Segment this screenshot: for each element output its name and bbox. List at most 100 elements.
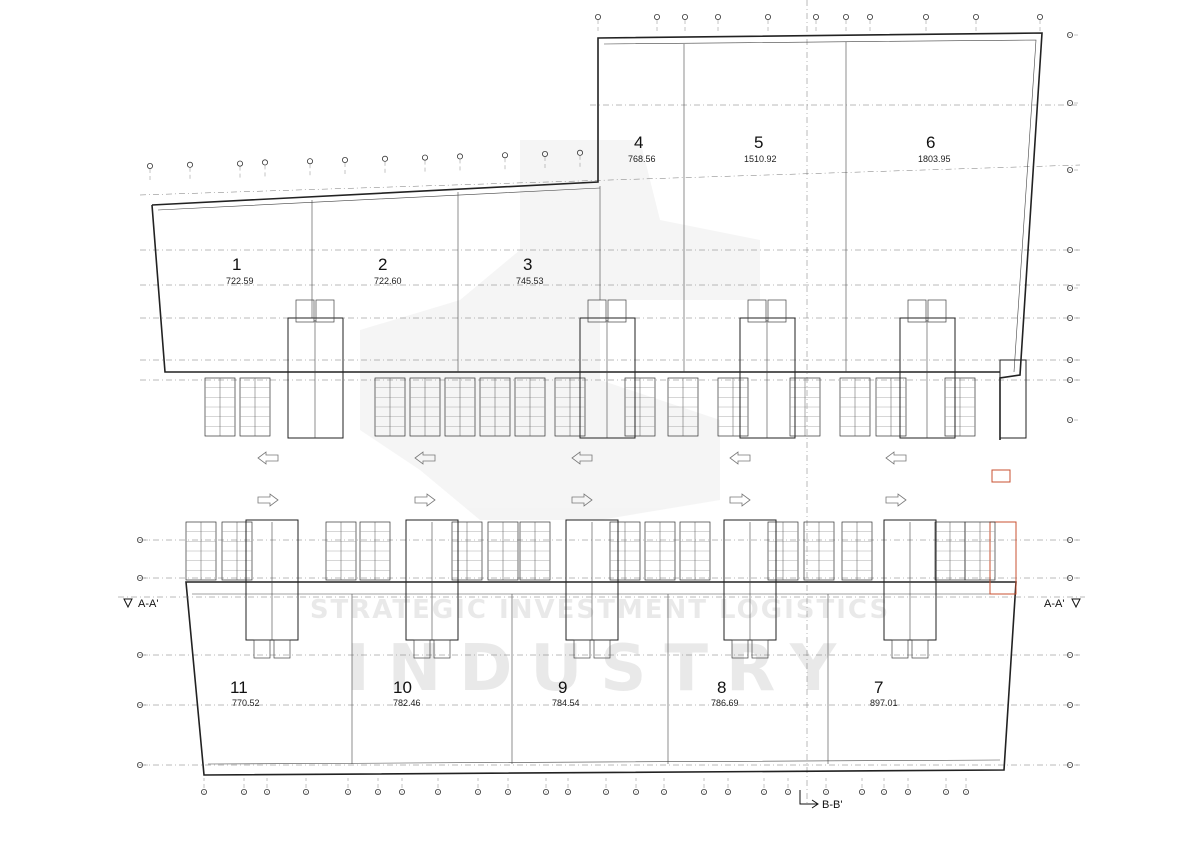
- grid-ticks-bottom: [200, 778, 970, 796]
- stair-core-frame: [739, 317, 796, 439]
- service-module: [679, 521, 711, 581]
- grid-tick-bubble: [542, 150, 549, 157]
- grid-tick-bubble: [501, 152, 508, 159]
- unit-6-area: 1803.95: [918, 154, 951, 164]
- service-module: [839, 377, 871, 437]
- unit-7-number: 7: [874, 678, 883, 697]
- service-module: [204, 377, 236, 437]
- grid-tick-bubble: [715, 13, 722, 20]
- grid-tick-bubble: [381, 155, 388, 162]
- service-module: [359, 521, 391, 581]
- unit-3-number: 3: [523, 255, 532, 274]
- lower-building-inner-wall: [192, 593, 1010, 765]
- upper-building-inner-wall: [157, 39, 1037, 373]
- service-module: [609, 521, 641, 581]
- service-module: [644, 521, 676, 581]
- stair-core-shaft: [253, 639, 271, 659]
- service-module: [185, 521, 217, 581]
- section-b-arrow: [799, 790, 819, 809]
- unit-3-area: 745.53: [516, 276, 544, 286]
- unit-2-area: 722.60: [374, 276, 402, 286]
- grid-tick-bubble: [682, 13, 689, 20]
- grid-tick-bubble: [577, 149, 584, 156]
- unit-8-area: 786.69: [711, 698, 739, 708]
- stair-core: [579, 299, 636, 439]
- service-module: [519, 521, 551, 581]
- arrow-right-icon: [414, 493, 436, 507]
- stair-core-shaft: [751, 639, 769, 659]
- stair-core: [405, 519, 459, 659]
- stair-core: [723, 519, 777, 659]
- unit-2-number: 2: [378, 255, 387, 274]
- stair-core-shaft: [607, 299, 627, 323]
- stair-core-frame: [899, 317, 956, 439]
- service-module: [374, 377, 406, 437]
- service-module: [409, 377, 441, 437]
- section-b-label: B-B': [822, 799, 842, 811]
- arrow-right-icon: [885, 493, 907, 507]
- stair-core: [245, 519, 299, 659]
- unit-11-number: 11: [230, 678, 248, 697]
- stair-core-shaft: [433, 639, 451, 659]
- section-a-right-triangle: [1071, 598, 1081, 609]
- grid-tick-bubble: [867, 13, 874, 20]
- watermark-line2: INDUSTRY: [346, 632, 854, 706]
- grid-tick-bubble: [456, 153, 463, 160]
- unit-11-area: 770.52: [232, 698, 260, 708]
- service-module: [487, 521, 519, 581]
- stair-core-shaft: [731, 639, 749, 659]
- unit-9-number: 9: [558, 678, 567, 697]
- grid-ticks-top-left: [146, 149, 584, 180]
- grid-tick-bubble: [765, 13, 772, 20]
- grid-tick-bubble: [843, 13, 850, 20]
- service-module: [221, 521, 253, 581]
- unit-5-area: 1510.92: [744, 154, 777, 164]
- arrow-left-icon: [885, 451, 907, 465]
- unit-labels: 1 722.59 2 722.60 3 745.53 4 768.56 5 15…: [226, 133, 951, 708]
- unit-5-number: 5: [754, 133, 763, 152]
- arrow-left-icon: [571, 451, 593, 465]
- stair-core-shaft: [273, 639, 291, 659]
- section-markers: A-A' A-A' B-B': [118, 596, 1085, 811]
- grid-tick-bubble: [813, 13, 820, 20]
- service-module: [479, 377, 511, 437]
- stair-core-frame: [579, 317, 636, 439]
- service-module: [717, 377, 749, 437]
- upper-right-room: [999, 359, 1027, 439]
- stair-core-shaft: [593, 639, 611, 659]
- unit-6-number: 6: [926, 133, 935, 152]
- service-module: [239, 377, 271, 437]
- grid-ticks-top-right: [595, 13, 1044, 33]
- stair-core-shaft: [295, 299, 315, 323]
- unit-9-area: 784.54: [552, 698, 580, 708]
- stair-core: [565, 519, 619, 659]
- unit-1-area: 722.59: [226, 276, 254, 286]
- lower-service-strip: [185, 519, 996, 659]
- grid-tick-bubble: [306, 158, 313, 165]
- stair-core-shaft: [907, 299, 927, 323]
- section-a-left-triangle: [123, 598, 133, 609]
- stair-core-shaft: [891, 639, 909, 659]
- unit-8-number: 8: [717, 678, 726, 697]
- grid-tick-bubble: [595, 13, 602, 20]
- service-module: [841, 521, 873, 581]
- arrow-right-icon: [257, 493, 279, 507]
- stair-core-shaft: [573, 639, 591, 659]
- grid-tick-bubble: [186, 161, 193, 168]
- stair-core-shaft: [911, 639, 929, 659]
- stair-core-shaft: [767, 299, 787, 323]
- section-a-right-label: A-A': [1044, 598, 1064, 610]
- service-module: [767, 521, 799, 581]
- arrow-left-icon: [729, 451, 751, 465]
- upper-service-strip: [204, 299, 976, 439]
- arrow-left-icon: [414, 451, 436, 465]
- service-module: [944, 377, 976, 437]
- stair-core-shaft: [587, 299, 607, 323]
- circulation-arrows: [257, 451, 907, 507]
- grid-tick-bubble: [654, 13, 661, 20]
- service-module: [624, 377, 656, 437]
- lower-building: [185, 359, 1027, 776]
- grid-tick-bubble: [421, 154, 428, 161]
- service-module: [514, 377, 546, 437]
